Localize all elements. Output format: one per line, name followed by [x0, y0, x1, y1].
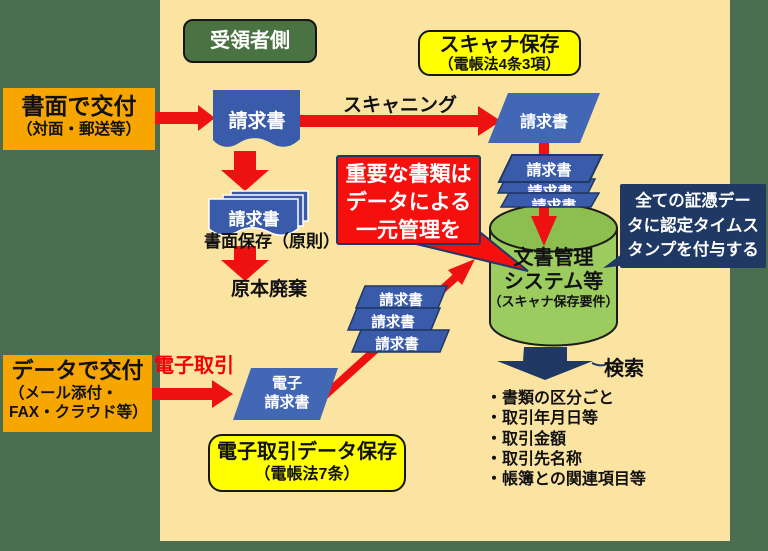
paper-save-label: 書面保存（原則）	[204, 232, 340, 251]
electronic-save-subtitle: （電帳法7条）	[254, 466, 360, 483]
scanner-save-title: スキャナ保存	[439, 34, 560, 56]
scanned-invoice-2	[497, 154, 604, 183]
invoice-document-label: 請求書	[228, 111, 286, 132]
einvoice-stack-1-label: 請求書	[379, 293, 423, 309]
einvoice-stack-3	[350, 329, 451, 353]
search-connector-line	[591, 362, 608, 367]
arrow-einvoice-to-cylinder-head	[448, 259, 475, 285]
dms-line1: 文書管理	[513, 247, 594, 269]
arrow-data-to-einvoice	[152, 380, 233, 408]
data-delivery-line3: FAX・クラウド等）	[9, 404, 148, 421]
timestamp-note-bubble: 全ての証憑デー タに認定タイムス タンプを付与する	[620, 184, 766, 268]
paper-delivery-title: 書面で交付	[21, 93, 137, 119]
search-item: ・取引年月日等	[486, 410, 599, 428]
important-note-bubble: 重要な書類は データによる 一元管理を	[336, 155, 481, 245]
original-disposal-label: 原本廃棄	[230, 279, 307, 300]
recipient-side-box: 受領者側	[183, 19, 317, 63]
arrow-into-cylinder-upper	[539, 142, 549, 158]
e-invoice-label: 電子 請求書	[242, 374, 332, 412]
scanned-invoice-strip-2-label: 請求書	[510, 195, 598, 206]
timestamp-note-line2: タに認定タイムス	[627, 216, 759, 235]
dms-line2: システム等	[503, 271, 604, 293]
search-item: ・書類の区分ごと	[486, 390, 615, 407]
scanner-save-box: スキャナ保存 （電帳法4条3項）	[418, 30, 581, 76]
data-delivery-line2: （メール添付・	[9, 385, 118, 402]
search-item: ・帳簿との関連項目等	[486, 471, 646, 489]
paper-stack-front	[208, 198, 299, 236]
important-note-line2: データによる	[345, 191, 472, 214]
electronic-transaction-label: 電子取引	[154, 355, 234, 377]
timestamp-note-line1: 全ての証憑デー	[635, 192, 751, 210]
arrow-scanning	[300, 106, 501, 136]
e-invoice-line2: 請求書	[264, 394, 310, 411]
important-note-line1: 重要な書類は	[345, 163, 472, 186]
scanning-label: スキャニング	[342, 95, 457, 116]
scanned-invoice-2-label: 請求書	[526, 162, 572, 179]
paper-delivery-box: 書面で交付 （対面・郵送等）	[3, 88, 155, 150]
scanned-invoice-label: 請求書	[519, 114, 568, 131]
block-arrow-down-1	[221, 151, 269, 191]
e-invoice-line1: 電子	[271, 375, 302, 392]
einvoice-stack-3-label: 請求書	[375, 337, 419, 353]
invoice-document-shape	[213, 90, 300, 147]
einvoice-stack-2-label: 請求書	[371, 315, 415, 331]
paper-delivery-subtitle: （対面・郵送等）	[16, 121, 141, 138]
data-delivery-box: データで交付 （メール添付・ FAX・クラウド等）	[3, 355, 152, 432]
arrow-paper-to-invoice	[152, 105, 215, 131]
search-item: ・取引金額	[486, 430, 567, 448]
search-item: ・取引先名称	[486, 450, 583, 468]
search-label: 検索	[604, 358, 644, 380]
electronic-save-title: 電子取引データ保存	[217, 441, 397, 463]
search-criteria-list: ・書類の区分ごと ・取引年月日等 ・取引金額 ・取引先名称 ・帳簿との関連項目等	[486, 389, 646, 490]
e-invoice-shape	[233, 368, 338, 420]
electronic-save-box: 電子取引データ保存 （電帳法7条）	[208, 434, 406, 492]
scanner-save-subtitle: （電帳法4条3項）	[438, 56, 561, 73]
dms-line3: （スキャナ保存要件）	[488, 294, 619, 309]
data-delivery-title: データで交付	[11, 358, 144, 383]
block-arrow-down-2	[221, 246, 269, 281]
scanned-invoice-strip-1-label: 請求書	[506, 181, 594, 192]
recipient-side-label: 受領者側	[210, 30, 290, 52]
arrow-into-cylinder-lower	[531, 199, 557, 246]
search-block-arrow	[497, 347, 593, 380]
cylinder-body	[489, 227, 618, 347]
timestamp-note-line3: タンプを付与する	[627, 241, 759, 259]
scanned-invoice-1	[488, 93, 600, 143]
paper-stack-label: 請求書	[228, 210, 280, 229]
important-note-line3: 一元管理を	[356, 219, 461, 242]
